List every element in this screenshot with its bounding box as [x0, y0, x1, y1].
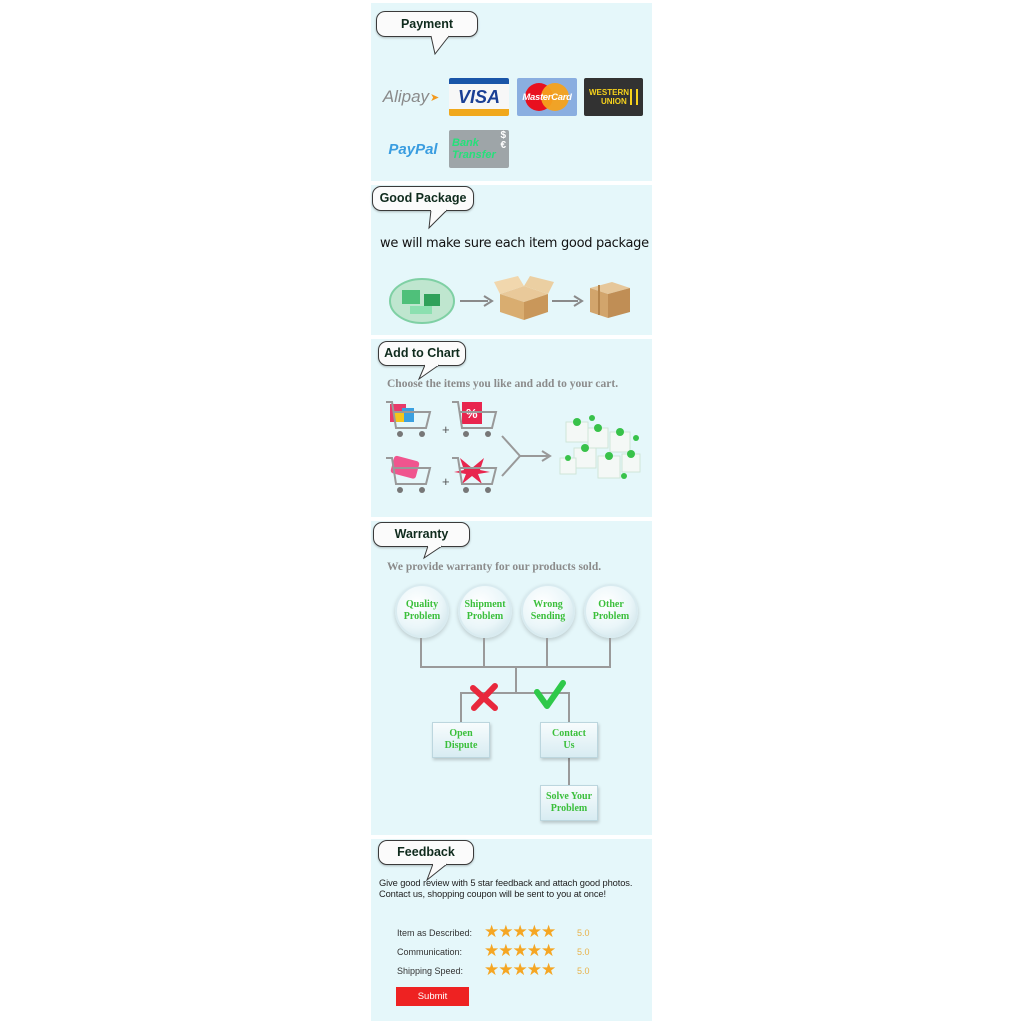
connector-line — [515, 666, 517, 694]
shopping-cart-icon — [452, 457, 498, 493]
mastercard-logo: MasterCard — [517, 78, 577, 116]
warranty-section — [371, 521, 652, 835]
connector-line — [483, 638, 485, 668]
package-title: Good Package — [379, 191, 467, 205]
warranty-description: We provide warranty for our products sol… — [387, 561, 602, 573]
rating-score: 5.0 — [577, 928, 590, 938]
rating-label-shipping-speed: Shipping Speed: — [397, 966, 464, 976]
shopping-cart-icon: % — [452, 401, 498, 437]
connector-line — [568, 757, 570, 785]
cart-description: Choose the items you like and add to you… — [387, 378, 619, 390]
connector-line — [420, 638, 422, 668]
warranty-title-bubble: Warranty — [373, 522, 470, 560]
western-union-logo: WESTERN UNION — [584, 78, 643, 116]
open-box-icon — [494, 276, 554, 320]
check-icon — [534, 680, 566, 709]
rating-label-communication: Communication: — [397, 947, 463, 957]
cart-title-bubble: Add to Chart — [378, 341, 466, 381]
package-illustration — [389, 276, 630, 324]
package-title-bubble: Good Package — [372, 186, 474, 230]
rating-score: 5.0 — [577, 966, 590, 976]
shopping-cart-icon — [386, 401, 432, 437]
cart-illustration: + % + — [386, 401, 641, 493]
svg-text:%: % — [466, 406, 478, 421]
feedback-title: Feedback — [397, 845, 455, 859]
connector-line — [460, 692, 462, 722]
merge-arrow-icon — [501, 435, 552, 477]
bubble-tail-icon — [417, 364, 440, 381]
bubble-tail-icon — [428, 209, 448, 230]
currency-symbols-icon: $€ — [500, 130, 506, 151]
feedback-title-bubble: Feedback — [378, 840, 474, 882]
submit-button[interactable]: Submit — [396, 987, 469, 1006]
bubble-tail-icon — [430, 35, 450, 56]
cart-title: Add to Chart — [384, 346, 460, 360]
svg-text:+: + — [442, 474, 450, 489]
arrow-right-icon — [460, 295, 494, 307]
bubble-tail-icon — [423, 545, 443, 560]
cross-icon — [470, 683, 498, 711]
payment-title: Payment — [400, 17, 454, 31]
items-photo-icon — [389, 278, 455, 324]
svg-text:+: + — [442, 422, 450, 437]
payment-title-bubble: Payment — [376, 11, 478, 56]
connector-line — [546, 638, 548, 668]
rating-label-item-described: Item as Described: — [397, 928, 473, 938]
star-rating-icon: ★★★★★ — [484, 941, 556, 960]
alipay-swoosh-icon: ➤ — [430, 91, 440, 104]
paypal-logo: PayPal — [388, 140, 438, 158]
bank-transfer-logo: Bank Transfer $€ — [449, 130, 509, 168]
bubble-tail-icon — [425, 863, 448, 882]
package-description: we will make sure each item good package — [380, 236, 649, 251]
western-union-bars-icon — [630, 89, 638, 105]
feedback-line-2: Contact us, shopping coupon will be sent… — [379, 889, 606, 899]
warranty-title: Warranty — [394, 527, 449, 541]
connector-line — [568, 692, 570, 722]
shopping-cart-icon — [386, 455, 432, 493]
connector-line — [460, 692, 570, 694]
star-rating-icon: ★★★★★ — [484, 922, 556, 941]
rating-score: 5.0 — [577, 947, 590, 957]
visa-logo: VISA — [449, 78, 509, 116]
feedback-line-1: Give good review with 5 star feedback an… — [379, 878, 633, 888]
alipay-logo: Alipay ➤ — [382, 87, 440, 106]
star-rating-icon: ★★★★★ — [484, 960, 556, 979]
arrow-right-icon — [552, 295, 584, 307]
gift-boxes-icon — [559, 415, 641, 479]
connector-line — [609, 638, 611, 668]
closed-box-icon — [590, 282, 630, 318]
